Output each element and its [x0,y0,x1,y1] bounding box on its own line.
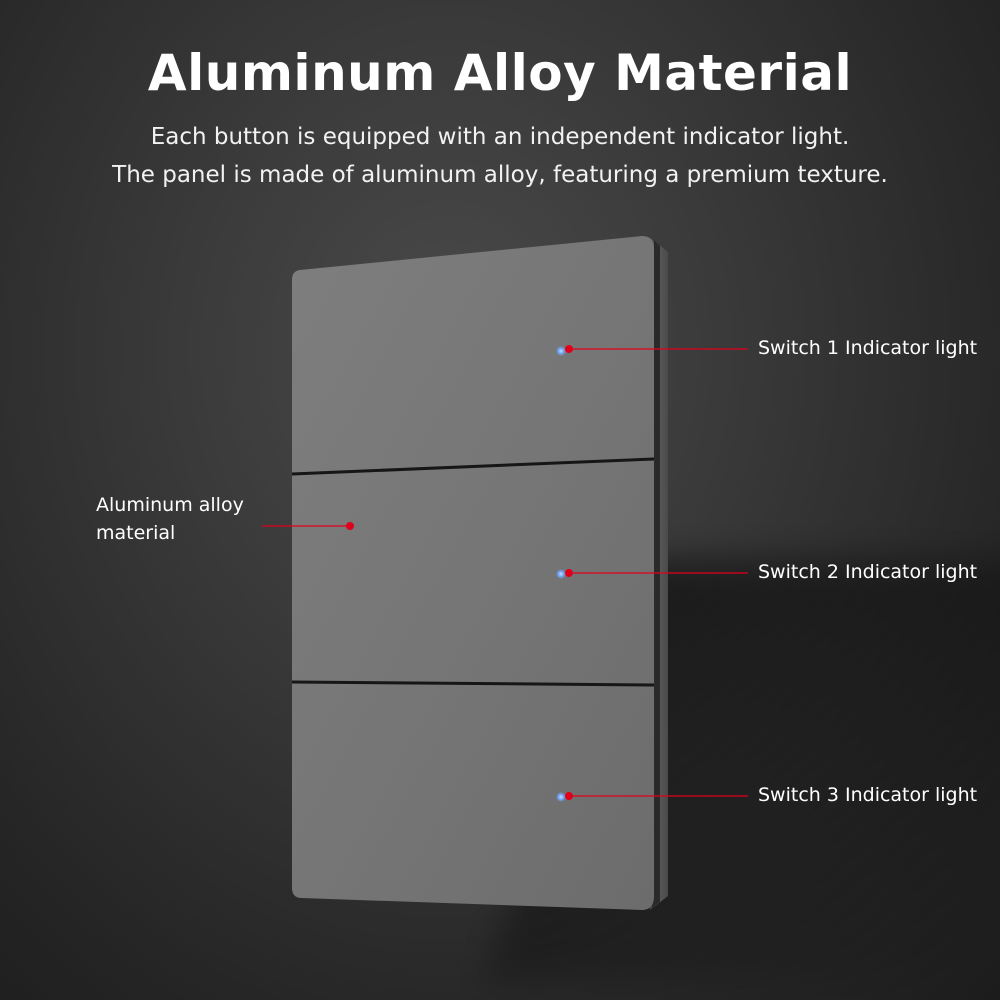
button-divider-1 [291,457,655,476]
page-title: Aluminum Alloy Material [147,44,853,102]
callout-line-switch-2 [565,569,748,577]
callout-line-switch-1 [565,345,748,353]
switch-3-led-icon [556,792,566,802]
switch-2-led-icon [556,569,566,579]
callout-switch-2-label: Switch 2 Indicator light [758,561,978,583]
callout-switch-1-label: Switch 1 Indicator light [758,337,978,359]
callout-line-switch-3 [565,792,748,800]
callout-switch-3-label: Switch 3 Indicator light [758,784,978,806]
subtitle-line-1: Each button is equipped with an independ… [150,124,850,150]
callout-line-material [262,522,354,530]
panel-face [292,236,654,910]
callout-material-label: Aluminum alloy material [96,491,244,547]
subtitle-line-2: The panel is made of aluminum alloy, fea… [112,162,888,188]
switch-1-led-icon [556,346,566,356]
button-divider-2 [291,680,655,687]
callout-material-line-2: material [96,522,176,544]
callout-material-line-1: Aluminum alloy [96,494,244,516]
